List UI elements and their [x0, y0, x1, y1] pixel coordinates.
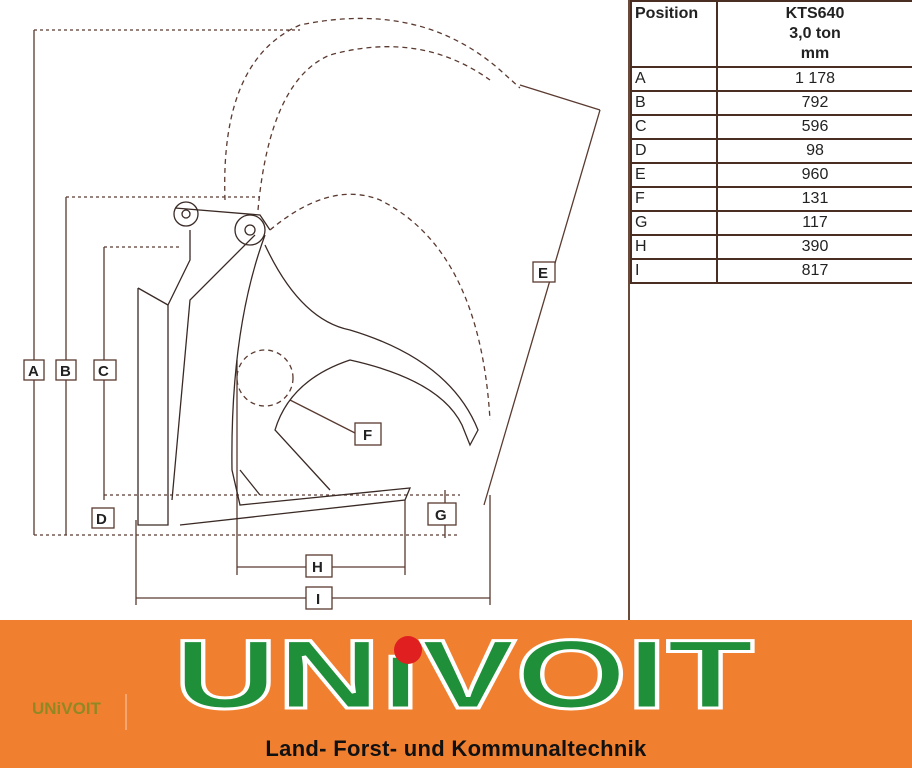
- position-cell: I: [630, 258, 718, 284]
- svg-text:E: E: [538, 265, 548, 282]
- position-cell: A: [630, 66, 718, 92]
- dimension-label-boxes: A B C D E F G H I: [23, 261, 556, 610]
- dimension-lines: [33, 29, 601, 605]
- svg-text:F: F: [363, 427, 372, 444]
- header-position: Position: [630, 0, 718, 68]
- svg-text:H: H: [312, 559, 323, 576]
- table-header-row: Position KTS640 3,0 ton mm: [630, 0, 912, 68]
- position-cell: D: [630, 138, 718, 164]
- value-cell: 390: [716, 234, 912, 260]
- tagline: Land- Forst- und Kommunaltechnik: [265, 736, 647, 761]
- univoit-logo: UNıVOIT: [170, 618, 760, 731]
- value-cell: 98: [716, 138, 912, 164]
- svg-text:UNıVOIT: UNıVOIT: [174, 628, 754, 718]
- model-capacity: 3,0 ton: [789, 25, 841, 42]
- model-name: KTS640: [785, 5, 845, 22]
- svg-text:A: A: [28, 363, 39, 380]
- dashed-open-position: [224, 17, 521, 421]
- position-cell: G: [630, 210, 718, 236]
- svg-text:C: C: [98, 363, 109, 380]
- svg-text:D: D: [96, 511, 107, 528]
- value-cell: 117: [716, 210, 912, 236]
- value-cell: 817: [716, 258, 912, 284]
- position-cell: E: [630, 162, 718, 188]
- svg-text:G: G: [435, 507, 447, 524]
- position-cell: F: [630, 186, 718, 212]
- position-cell: B: [630, 90, 718, 116]
- svg-text:I: I: [316, 591, 320, 608]
- unit: mm: [800, 45, 830, 62]
- position-cell: C: [630, 114, 718, 140]
- watermark-logo: UNiVOIT: [30, 692, 130, 732]
- value-cell: 960: [716, 162, 912, 188]
- grapple-outline: [137, 201, 479, 526]
- header-model: KTS640 3,0 ton mm: [716, 0, 912, 68]
- grapple-dimension-drawing: A B C D E F G H I: [23, 17, 601, 610]
- value-cell: 131: [716, 186, 912, 212]
- brand-banner: UNiVOIT UNıVOIT Land- Forst- und Kommuna…: [0, 618, 912, 768]
- svg-text:B: B: [60, 363, 71, 380]
- value-cell: 1 178: [716, 66, 912, 92]
- svg-text:UNiVOIT: UNiVOIT: [32, 699, 102, 718]
- value-cell: 792: [716, 90, 912, 116]
- logo-dot-icon: [394, 636, 422, 664]
- position-cell: H: [630, 234, 718, 260]
- value-cell: 596: [716, 114, 912, 140]
